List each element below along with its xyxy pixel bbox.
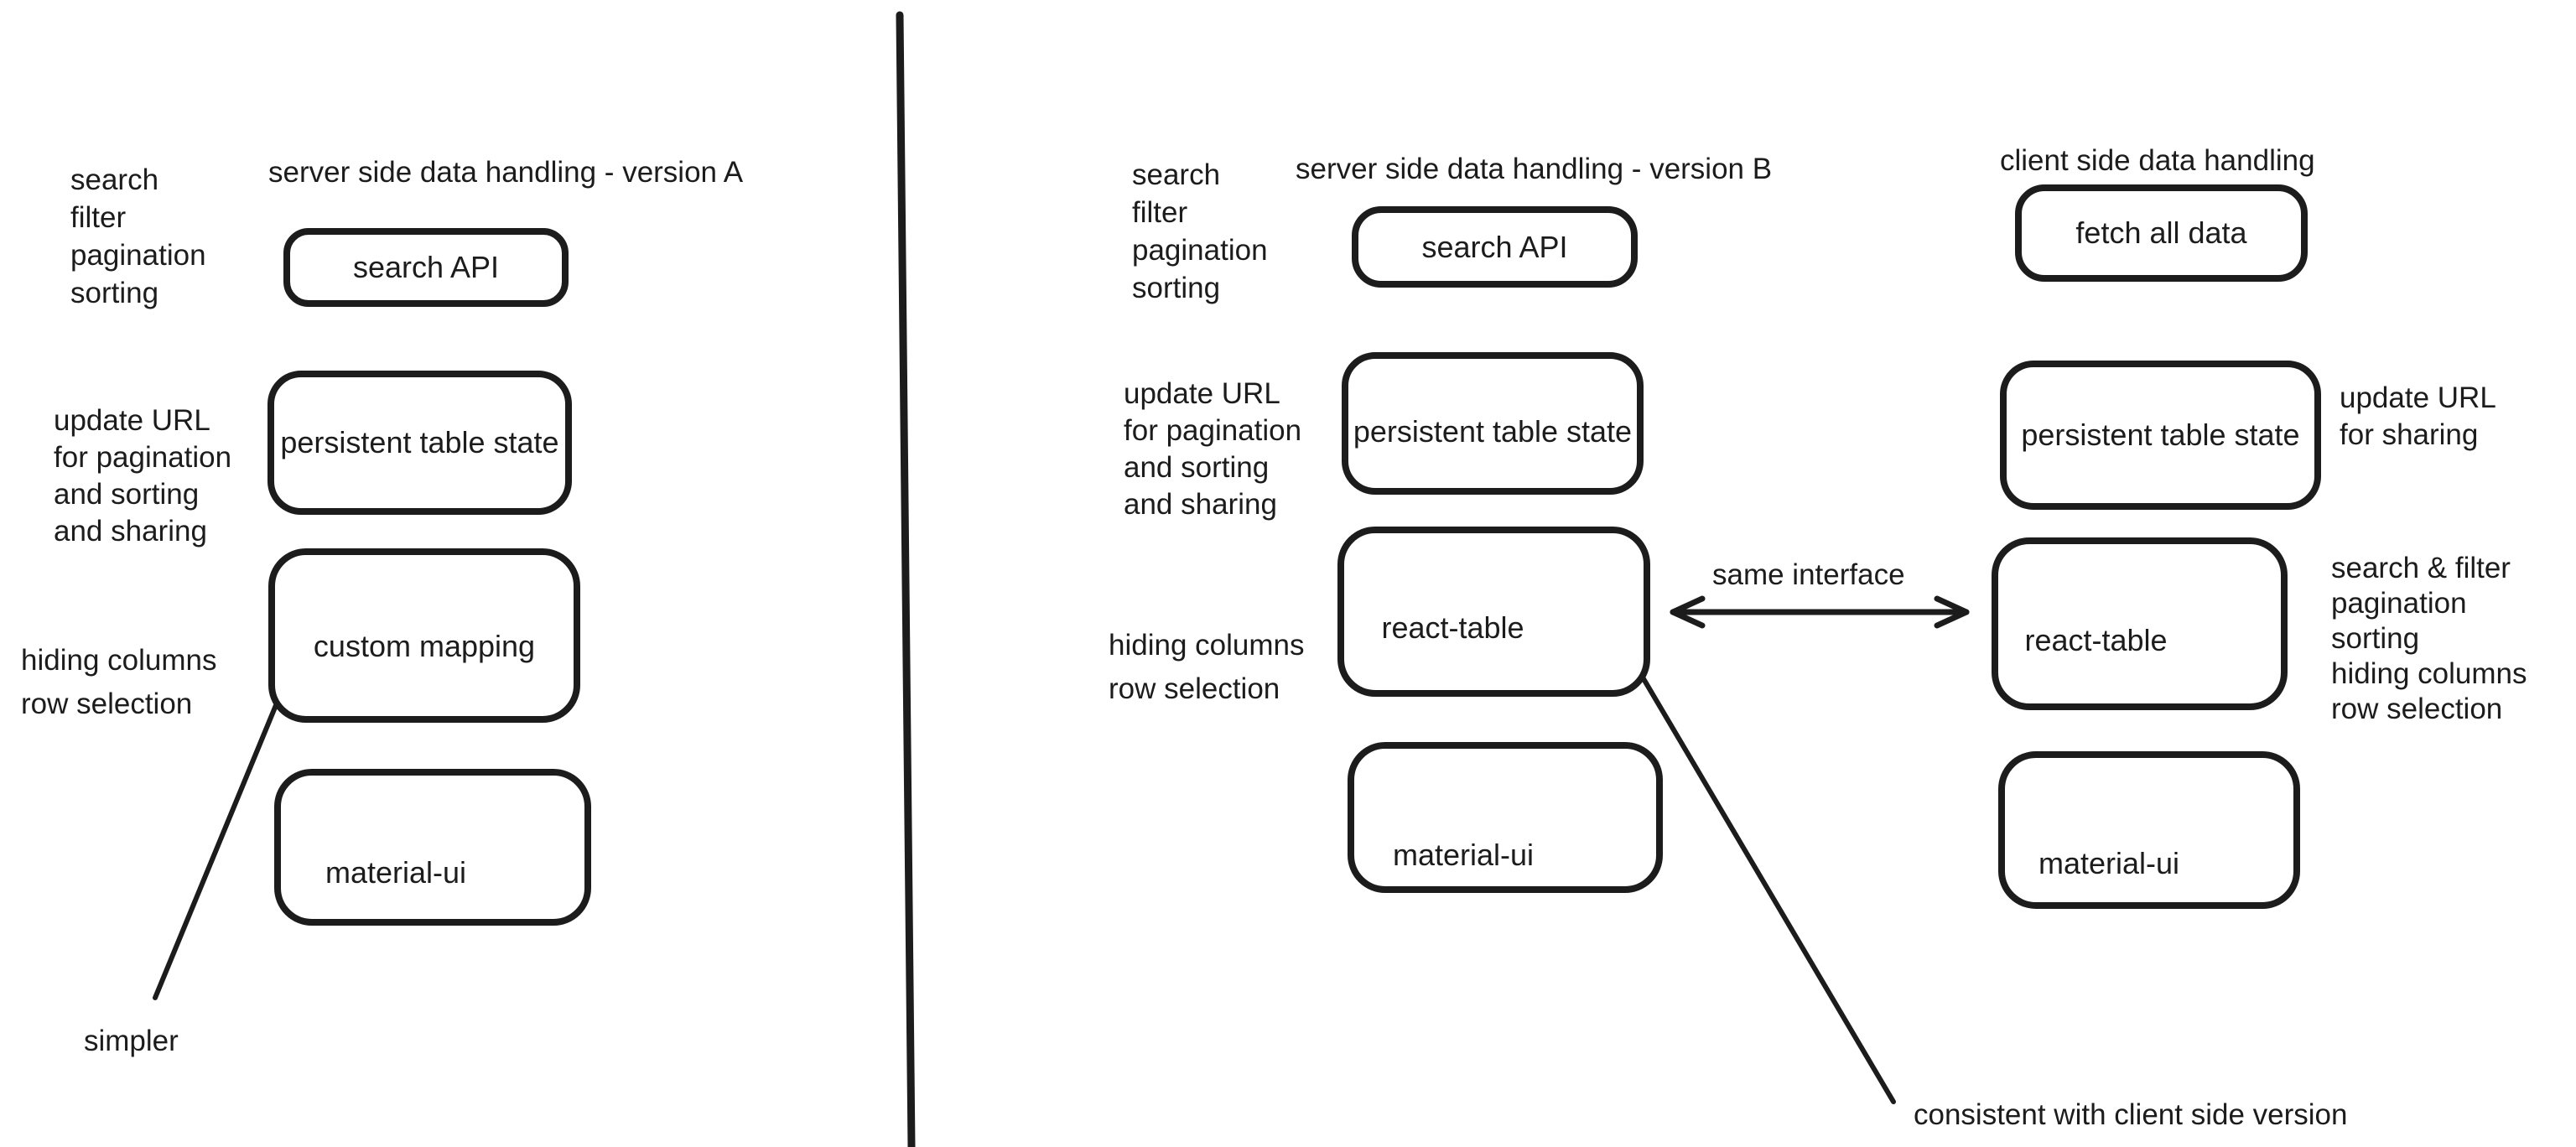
box-material-ui-a[interactable]: material-ui [274,769,591,926]
section-divider-line[interactable] [896,11,916,1147]
box-material-ui-b[interactable]: material-ui [1348,742,1663,893]
version-a-feature-notes[interactable]: search filter pagination sorting [70,161,206,312]
version-b-table-feature-notes[interactable]: hiding columns row selection [1109,624,1304,711]
note-line: hiding columns [1109,629,1305,662]
version-b-feature-notes[interactable]: search filter pagination sorting [1132,156,1268,307]
note-line: update URL [2340,381,2496,414]
box-material-ui-c[interactable]: material-ui [1998,751,2300,909]
version-a-title[interactable]: server side data handling - version A [268,156,744,189]
note-line: sorting [1132,272,1221,304]
note-line: for sharing [2340,418,2479,451]
version-a-update-url-note[interactable]: update URL for pagination and sorting an… [54,402,231,550]
note-line: and sorting [1124,451,1270,484]
client-side-title[interactable]: client side data handling [2000,144,2315,177]
box-label: persistent table state [2021,418,2300,452]
box-react-table-b[interactable]: react-table [1337,527,1650,697]
box-search-api-b[interactable]: search API [1352,206,1638,288]
box-label: react-table [1381,610,1524,645]
note-line: update URL [54,404,210,437]
box-label: material-ui [2038,846,2180,880]
box-react-table-c[interactable]: react-table [1992,537,2288,710]
note-line: hiding columns [21,644,217,677]
note-line: for pagination [54,441,232,474]
version-b-title[interactable]: server side data handling - version B [1296,153,1773,185]
note-line: filter [1132,196,1188,229]
box-label: fetch all data [2075,215,2247,250]
box-label: react-table [2024,623,2168,657]
box-label: search API [352,250,500,284]
client-side-update-url-note[interactable]: update URL for sharing [2340,380,2496,454]
consistent-with-client-side-label[interactable]: consistent with client side version [1914,1098,2348,1131]
box-label: custom mapping [313,629,536,663]
note-line: hiding columns [2331,657,2527,690]
box-label: persistent table state [280,425,559,459]
version-b-update-url-note[interactable]: update URL for pagination and sorting an… [1124,376,1301,523]
box-persistent-table-state-c[interactable]: persistent table state [2000,361,2321,510]
box-label: search API [1421,229,1568,264]
box-fetch-all-data[interactable]: fetch all data [2015,184,2308,282]
same-interface-arrow[interactable] [1670,595,1970,629]
note-line: pagination [1132,234,1268,267]
box-persistent-table-state-a[interactable]: persistent table state [267,371,572,515]
box-custom-mapping[interactable]: custom mapping [268,548,580,723]
note-line: and sharing [1124,488,1277,521]
note-line: search [1132,158,1221,191]
box-search-api-a[interactable]: search API [283,228,569,307]
note-line: sorting [2331,622,2420,655]
note-line: search & filter [2331,552,2511,584]
note-line: and sharing [54,515,207,548]
same-interface-label[interactable]: same interface [1712,558,1905,591]
note-line: for pagination [1124,414,1302,447]
box-label: material-ui [325,854,467,890]
box-persistent-table-state-b[interactable]: persistent table state [1342,352,1644,495]
note-line: search [70,163,159,196]
note-line: row selection [21,688,193,720]
note-line: update URL [1124,377,1280,410]
note-line: pagination [2331,587,2467,620]
note-line: and sorting [54,478,200,511]
note-line: filter [70,201,127,234]
simpler-note[interactable]: simpler [84,1025,179,1057]
box-label: material-ui [1392,838,1535,872]
note-line: sorting [70,277,159,309]
note-line: row selection [1109,672,1280,705]
note-line: pagination [70,239,206,272]
client-side-feature-notes[interactable]: search & filter pagination sorting hidin… [2331,551,2527,727]
version-a-table-feature-notes[interactable]: hiding columns row selection [21,639,216,726]
note-line: row selection [2331,693,2503,725]
box-label: persistent table state [1353,414,1633,449]
